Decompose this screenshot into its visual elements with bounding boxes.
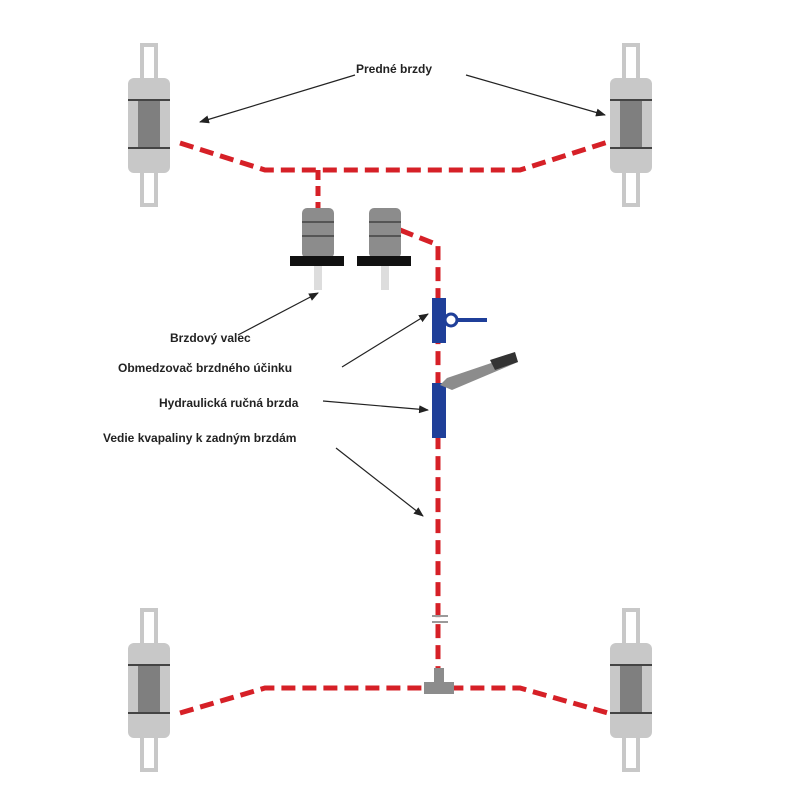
arrow-hydraulic-handbrake [322,400,429,414]
label-brake-limiter: Obmedzovač brzdného účinku [118,361,293,375]
label-front-brakes: Predné brzdy [356,62,433,76]
hydraulic-handbrake [432,352,518,438]
arrow-brake-limiter [341,313,429,368]
main-brake-line [399,227,441,688]
front-brake-line [179,139,609,173]
label-rear-line: Vedie kvapaliny k zadným brzdám [103,431,297,445]
rear-t-junction [424,668,454,694]
rear-brake-line [179,685,609,716]
brake-cylinder-right [357,208,411,290]
brake-cylinder-left [290,208,344,290]
arrow-brake-cylinder [237,292,319,336]
rear-right-wheel [610,608,652,772]
label-brake-cylinder: Brzdový valec [170,331,251,345]
rear-left-wheel [128,608,170,772]
front-left-wheel [128,43,170,207]
line-sensor [432,615,448,623]
front-right-wheel [610,43,652,207]
leader-arrows [199,74,606,517]
brake-limiter-valve [432,298,487,343]
arrow-front-left [199,74,356,124]
arrow-front-right [465,74,606,117]
label-hydraulic-handbrake: Hydraulická ručná brzda [159,396,299,410]
arrow-rear-line [335,447,424,517]
